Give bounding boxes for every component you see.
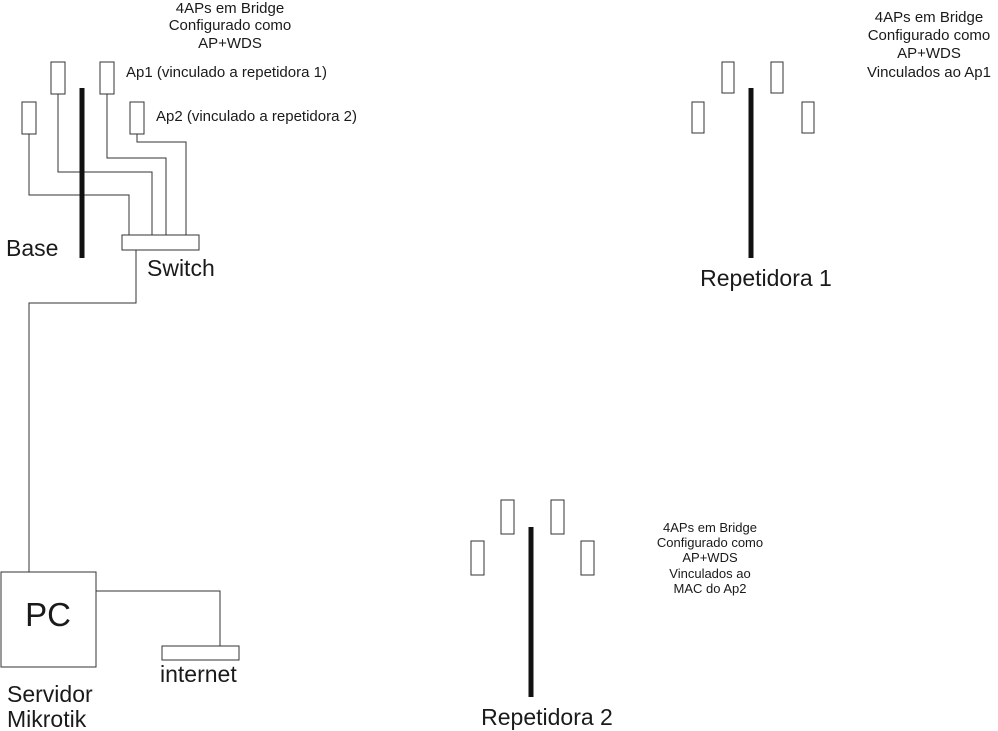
ap1-label: Ap1 (vinculado a repetidora 1) <box>126 64 327 81</box>
wire-switch-to-pc <box>28 250 137 572</box>
switch-box <box>121 234 200 251</box>
repeater2-antenna-top-right <box>550 499 565 535</box>
switch-label: Switch <box>147 255 215 281</box>
base-antenna-ap1-right <box>99 61 115 95</box>
wire-ap-1-to-switch <box>57 94 153 235</box>
server-label-line-1: Servidor <box>7 681 93 707</box>
repeater1-antenna-left <box>691 101 705 134</box>
base-antenna-left <box>21 101 37 135</box>
repeater1-antenna-right <box>801 101 815 134</box>
repeater1-label: Repetidora 1 <box>700 265 832 291</box>
repeater1-antenna-top-left <box>721 61 735 94</box>
base-label: Base <box>6 235 58 261</box>
wire-ap-right-to-switch <box>136 134 187 235</box>
pc-box <box>0 571 97 668</box>
repeater2-note-line-2: Configurado como <box>657 535 763 550</box>
repeater1-antenna-top-right <box>770 61 784 94</box>
repeater2-label: Repetidora 2 <box>481 704 613 730</box>
repeater-1-site: 4APs em Bridge Configurado como AP+WDS V… <box>691 9 991 291</box>
repeater2-note-line-3: AP+WDS <box>682 550 738 565</box>
wire-pc-to-internet <box>96 590 221 646</box>
base-antenna-ap2 <box>129 101 145 135</box>
repeater2-note-line-1: 4APs em Bridge <box>663 520 757 535</box>
base-note-line-2: Configurado como <box>169 17 292 34</box>
base-note-line-3: AP+WDS <box>198 35 262 52</box>
pc-label: PC <box>25 596 71 633</box>
internet-label: internet <box>160 661 237 687</box>
internet-box <box>161 645 240 661</box>
repeater2-antenna-right <box>580 540 595 576</box>
ap2-label: Ap2 (vinculado a repetidora 2) <box>156 108 357 125</box>
repeater2-antenna-top-left <box>500 499 515 535</box>
repeater-2-site: 4APs em Bridge Configurado como AP+WDS V… <box>470 499 763 730</box>
repeater1-note-line-2: Configurado como <box>868 27 991 44</box>
repeater1-note-line-4: Vinculados ao Ap1 <box>867 64 991 81</box>
base-note-line-1: 4APs em Bridge <box>176 0 284 17</box>
repeater2-note-line-4: Vinculados ao <box>669 566 750 581</box>
repeater1-note-line-1: 4APs em Bridge <box>875 9 983 26</box>
base-site: 4APs em Bridge Configurado como AP+WDS A… <box>6 0 357 572</box>
repeater2-note-line-5: MAC do Ap2 <box>674 581 747 596</box>
repeater1-note-line-3: AP+WDS <box>897 45 961 62</box>
server-label-line-2: Mikrotik <box>7 706 87 731</box>
base-antenna-ap1-left <box>50 61 66 95</box>
repeater2-antenna-left <box>470 540 485 576</box>
wire-ap-left-to-switch <box>28 134 130 235</box>
server-site: PC internet Servidor Mikrotik <box>0 571 240 731</box>
wire-ap-2-to-switch <box>106 94 167 235</box>
